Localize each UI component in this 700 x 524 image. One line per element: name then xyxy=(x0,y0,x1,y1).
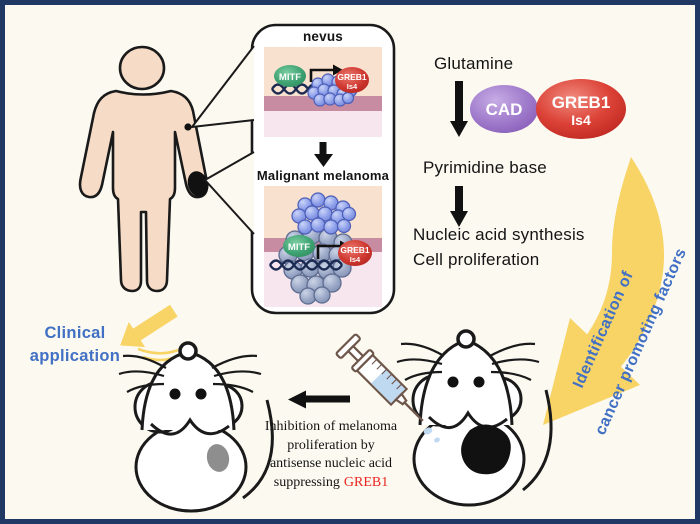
pyrimidine-base-label: Pyrimidine base xyxy=(423,158,547,177)
human-body xyxy=(78,89,209,293)
is4-label: Is4 xyxy=(571,112,591,128)
pathway-arrow-2-icon xyxy=(450,186,468,227)
mouse-nose xyxy=(456,329,476,349)
is4-label: Is4 xyxy=(347,82,358,91)
dna-icon xyxy=(269,259,343,271)
mouse-eye-right xyxy=(473,376,485,388)
human-figure xyxy=(78,45,209,293)
cad-oval xyxy=(470,85,538,133)
caption-line4-prefix: suppressing xyxy=(273,474,340,490)
greb1-is4-oval xyxy=(536,79,626,139)
nevus-dot xyxy=(184,123,192,131)
mitf-oval xyxy=(283,235,315,257)
callout-lines xyxy=(189,45,255,235)
yellow-arrowhead-icon xyxy=(543,318,640,425)
mouse-whiskers xyxy=(396,342,540,381)
mouse-treated xyxy=(118,341,274,513)
syringe-icon xyxy=(335,333,424,422)
glutamine-label: Glutamine xyxy=(434,54,514,73)
human-head xyxy=(118,45,166,91)
cad-label: CAD xyxy=(486,100,523,119)
tumor-small xyxy=(206,444,230,472)
mouse-eye-right xyxy=(195,388,207,400)
mouse-eye-left xyxy=(169,388,181,400)
mitf-label: MITF xyxy=(279,72,301,83)
clinical-application-line1: Clinical xyxy=(44,324,106,342)
cell-proliferation-label: Cell proliferation xyxy=(413,250,540,269)
clinical-application-line2: application xyxy=(29,347,121,365)
transcription-arrow-icon xyxy=(309,64,343,82)
tumor-large xyxy=(461,424,511,475)
mouse-nose xyxy=(178,341,198,361)
droplet-icon xyxy=(423,427,433,435)
greb1-label: GREB1 xyxy=(337,72,367,82)
mouse-with-tumor xyxy=(396,329,553,507)
greb1-oval xyxy=(335,67,369,93)
pathway-arrow-1-icon xyxy=(450,81,468,137)
melanoma-cell-cluster-blue xyxy=(291,192,357,235)
nevus-panel: MITF GREB1 Is4 xyxy=(264,47,382,137)
mitf-label: MITF xyxy=(288,242,310,253)
droplet-icon xyxy=(434,437,440,443)
mouse-whiskers xyxy=(118,354,262,393)
greb1-oval xyxy=(338,240,372,266)
experiment-caption: Inhibition of melanoma proliferation by … xyxy=(243,418,419,492)
caption-line2: proliferation by xyxy=(287,437,375,453)
greb1-label: GREB1 xyxy=(552,93,611,112)
identification-arrow: Identification of cancer promoting facto… xyxy=(543,157,690,438)
yellow-curved-arrow-icon xyxy=(586,157,665,369)
melanoma-panel: MITF GREB1 Is4 xyxy=(264,186,382,307)
greb1-label: GREB1 xyxy=(340,245,370,255)
mouse-eye-left xyxy=(447,376,459,388)
nevus-panel-title: nevus xyxy=(302,29,344,44)
caption-gene-greb1: GREB1 xyxy=(343,474,389,490)
mouse-tail xyxy=(522,389,553,492)
mouse-tail xyxy=(242,399,274,500)
nevus-to-melanoma-arrow-icon xyxy=(314,142,333,167)
mouse-body xyxy=(134,421,248,513)
mitf-oval xyxy=(274,65,306,87)
caption-line3: antisense nucleic acid xyxy=(269,456,393,471)
nucleic-acid-synthesis-label: Nucleic acid synthesis xyxy=(413,225,585,244)
melanoma-panel-title: Malignant melanoma xyxy=(256,168,390,183)
treatment-arrow-icon xyxy=(288,390,350,409)
is4-label: Is4 xyxy=(350,255,361,264)
caption-line1: Inhibition of melanoma xyxy=(264,419,398,434)
melanoma-blob xyxy=(187,171,209,197)
mouse-cheeks xyxy=(149,417,230,436)
